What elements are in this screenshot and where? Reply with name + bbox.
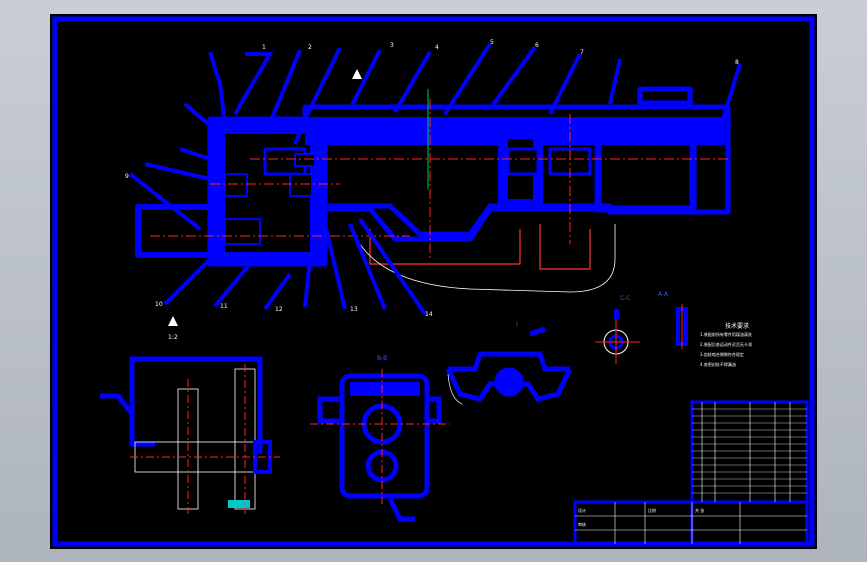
balloon-labels: 1 2 3 4 5 6 7 8 9 10 11 12 13 14 [125,39,739,318]
svg-text:12: 12 [275,306,283,313]
svg-text:4: 4 [435,44,439,51]
svg-text:10: 10 [155,301,163,308]
svg-text:4.各密封处不得漏油: 4.各密封处不得漏油 [700,361,736,367]
cad-viewport[interactable]: 1 2 3 4 5 6 7 8 9 10 11 12 13 14 1:2 B-B [50,14,817,549]
main-assembly-view[interactable] [135,86,731,293]
svg-text:1: 1 [262,44,266,51]
svg-text:2: 2 [308,44,312,51]
section-bracket-view[interactable] [445,326,573,402]
svg-text:5: 5 [490,39,494,46]
section-bb-label: B-B [377,355,387,362]
notes-heading: 技术要求 [725,322,749,330]
drawing-border [52,16,815,547]
section-aa-label: A-A [658,291,669,298]
svg-text:3.齿轮啮合侧隙符合规定: 3.齿轮啮合侧隙符合规定 [700,351,744,357]
center-lines [150,99,730,259]
cad-drawing-canvas[interactable]: 1 2 3 4 5 6 7 8 9 10 11 12 13 14 1:2 B-B [50,14,817,549]
svg-text:3: 3 [390,42,394,49]
svg-text:13: 13 [350,306,358,313]
title-block-rows [692,408,807,494]
svg-text:共 张: 共 张 [695,507,704,513]
title-block[interactable] [573,400,809,546]
svg-text:14: 14 [425,311,433,318]
housing-right [594,125,697,213]
pin-detail[interactable] [676,304,688,349]
svg-text:11: 11 [220,303,228,310]
svg-text:7: 7 [580,49,584,56]
svg-text:1.装配前所有零件用煤油清洗: 1.装配前所有零件用煤油清洗 [700,331,752,337]
svg-text:2.装配后各运动件灵活无卡滞: 2.装配后各运动件灵活无卡滞 [700,341,752,347]
bracket-label: I [516,321,518,328]
view-arrow-marker [352,69,362,79]
svg-text:9: 9 [125,173,129,180]
leader-lines [128,42,742,316]
section-cc-label: C-C [620,295,631,302]
svg-text:审核: 审核 [578,521,586,527]
svg-text:比例: 比例 [648,507,656,513]
title-block-text: 设计 审核 比例 共 张 [578,507,704,527]
section-cc-view[interactable] [595,309,640,364]
view-arrow-marker-2 [168,316,178,326]
technical-notes: 技术要求 1.装配前所有零件用煤油清洗 2.装配后各运动件灵活无卡滞 3.齿轮啮… [700,322,752,367]
svg-text:8: 8 [735,59,739,66]
svg-text:设计: 设计 [578,507,586,513]
svg-text:6: 6 [535,42,539,49]
section-bb-view[interactable] [317,373,442,522]
scale-note: 1:2 [168,334,178,341]
